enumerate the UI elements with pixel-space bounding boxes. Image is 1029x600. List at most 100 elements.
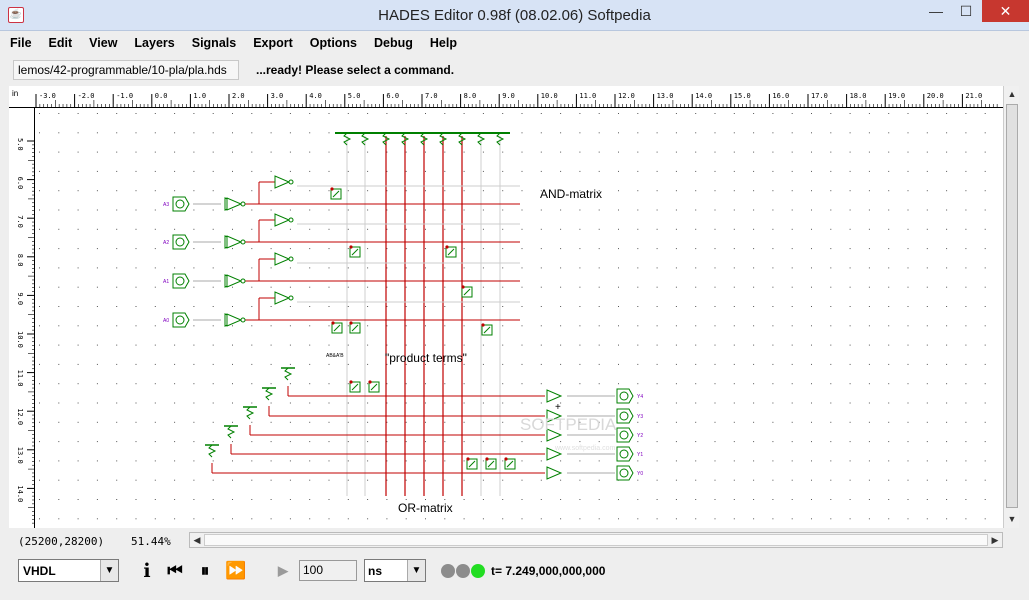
- minimize-icon[interactable]: —: [929, 3, 943, 19]
- inverter-gate[interactable]: [274, 213, 291, 227]
- title-bar[interactable]: ☕ HADES Editor 0.98f (08.02.06) Softpedi…: [0, 0, 1029, 31]
- scroll-right-icon[interactable]: ▶: [991, 535, 999, 545]
- chevron-down-icon[interactable]: ▼: [100, 560, 118, 581]
- menu-help[interactable]: Help: [429, 35, 457, 50]
- run-time-input[interactable]: 100: [299, 560, 357, 581]
- grid-dot: [463, 460, 465, 462]
- grid-dot: [637, 325, 639, 327]
- buffer-gate[interactable]: [546, 428, 563, 442]
- grid-dot: [984, 306, 986, 307]
- pullup-resistor[interactable]: [265, 387, 274, 401]
- inverter-gate[interactable]: [274, 252, 291, 266]
- grid-dot: [598, 460, 600, 462]
- menu-edit[interactable]: Edit: [48, 35, 73, 50]
- grid-dot: [598, 325, 600, 327]
- inverter-gate[interactable]: [274, 291, 291, 305]
- vertical-scrollbar[interactable]: ▲ ▼: [1003, 86, 1019, 528]
- grid-dot: [868, 325, 870, 327]
- buffer-gate[interactable]: [546, 466, 563, 480]
- buffer-gate[interactable]: [546, 389, 563, 403]
- grid-dot: [77, 306, 79, 307]
- chevron-down-icon[interactable]: ▼: [407, 560, 425, 581]
- menu-view[interactable]: View: [89, 35, 118, 50]
- pause-icon[interactable]: ⏸: [200, 561, 210, 580]
- step-icon[interactable]: ▶: [278, 563, 288, 578]
- pullup-resistor[interactable]: [420, 132, 429, 146]
- grid-dot: [579, 479, 581, 481]
- grid-dot: [77, 518, 79, 520]
- grid-dot: [270, 518, 272, 520]
- pullup-resistor[interactable]: [382, 132, 391, 146]
- grid-dot: [849, 344, 851, 346]
- grid-dot: [289, 248, 291, 250]
- grid-dot: [347, 286, 349, 288]
- inverter-gate[interactable]: [226, 235, 243, 249]
- grid-dot: [386, 190, 388, 192]
- grid-dot: [695, 113, 697, 114]
- menu-file[interactable]: File: [10, 35, 32, 50]
- java-icon[interactable]: ☕: [8, 7, 24, 23]
- grid-dot: [39, 383, 40, 385]
- pullup-resistor[interactable]: [439, 132, 448, 146]
- inverter-gate[interactable]: [226, 313, 243, 327]
- menu-layers[interactable]: Layers: [134, 35, 175, 50]
- buffer-gate[interactable]: [546, 409, 563, 423]
- grid-dot: [425, 441, 426, 443]
- grid-dot: [251, 248, 253, 250]
- grid-dot: [540, 421, 542, 423]
- menu-export[interactable]: Export: [253, 35, 293, 50]
- inverter-gate[interactable]: [274, 175, 291, 189]
- io-pin-label: A0: [163, 318, 169, 324]
- maximize-icon[interactable]: ☐: [959, 3, 973, 19]
- io-pin-label: Y4: [637, 394, 643, 400]
- pullup-resistor[interactable]: [284, 367, 293, 381]
- grid-dot: [868, 363, 870, 365]
- grid-dot: [154, 113, 156, 114]
- grid-dot: [367, 286, 369, 288]
- inverter-gate[interactable]: [226, 197, 243, 211]
- language-select[interactable]: VHDL ▼: [18, 559, 119, 582]
- pullup-resistor[interactable]: [361, 132, 370, 146]
- rewind-icon[interactable]: ⏮: [167, 561, 183, 580]
- grid-dot: [367, 228, 369, 230]
- pullup-resistor[interactable]: [496, 132, 505, 146]
- scroll-left-icon[interactable]: ◀: [193, 535, 201, 545]
- scroll-up-icon[interactable]: ▲: [1007, 89, 1017, 99]
- info-icon[interactable]: i: [143, 560, 151, 582]
- buffer-gate[interactable]: [546, 447, 563, 461]
- pullup-resistor[interactable]: [208, 444, 217, 458]
- pullup-resistor[interactable]: [246, 406, 255, 420]
- inverter-gate[interactable]: [226, 274, 243, 288]
- time-unit-select[interactable]: ns ▼: [364, 559, 426, 582]
- grid-dot: [270, 132, 272, 134]
- pullup-resistor[interactable]: [227, 425, 236, 439]
- grid-dot: [328, 228, 330, 230]
- pullup-resistor[interactable]: [477, 132, 486, 146]
- pullup-resistor[interactable]: [458, 132, 467, 146]
- grid-dot: [270, 325, 272, 327]
- grid-dot: [714, 421, 716, 423]
- schematic-components[interactable]: +: [205, 132, 563, 480]
- horizontal-scroll-thumb[interactable]: [204, 534, 988, 546]
- menu-signals[interactable]: Signals: [191, 35, 237, 50]
- fast-forward-icon[interactable]: ⏩: [225, 561, 247, 580]
- grid-dot: [714, 306, 716, 307]
- menu-options[interactable]: Options: [309, 35, 358, 50]
- grid-dot: [675, 306, 677, 307]
- design-path-field[interactable]: lemos/42-programmable/10-pla/pla.hds: [13, 60, 239, 80]
- menu-debug[interactable]: Debug: [374, 35, 413, 50]
- grid-dot: [482, 286, 484, 288]
- horizontal-scrollbar[interactable]: ◀ ▶: [189, 532, 1003, 548]
- grid-dot: [116, 248, 118, 250]
- grid-dot: [656, 113, 658, 114]
- vertical-scroll-thumb[interactable]: [1006, 104, 1018, 508]
- close-icon[interactable]: ✕: [982, 0, 1029, 22]
- grid-dot: [984, 267, 986, 269]
- pullup-resistor[interactable]: [343, 132, 352, 146]
- scroll-down-icon[interactable]: ▼: [1007, 514, 1017, 524]
- pullup-resistor[interactable]: [401, 132, 410, 146]
- grid-dot: [386, 228, 388, 230]
